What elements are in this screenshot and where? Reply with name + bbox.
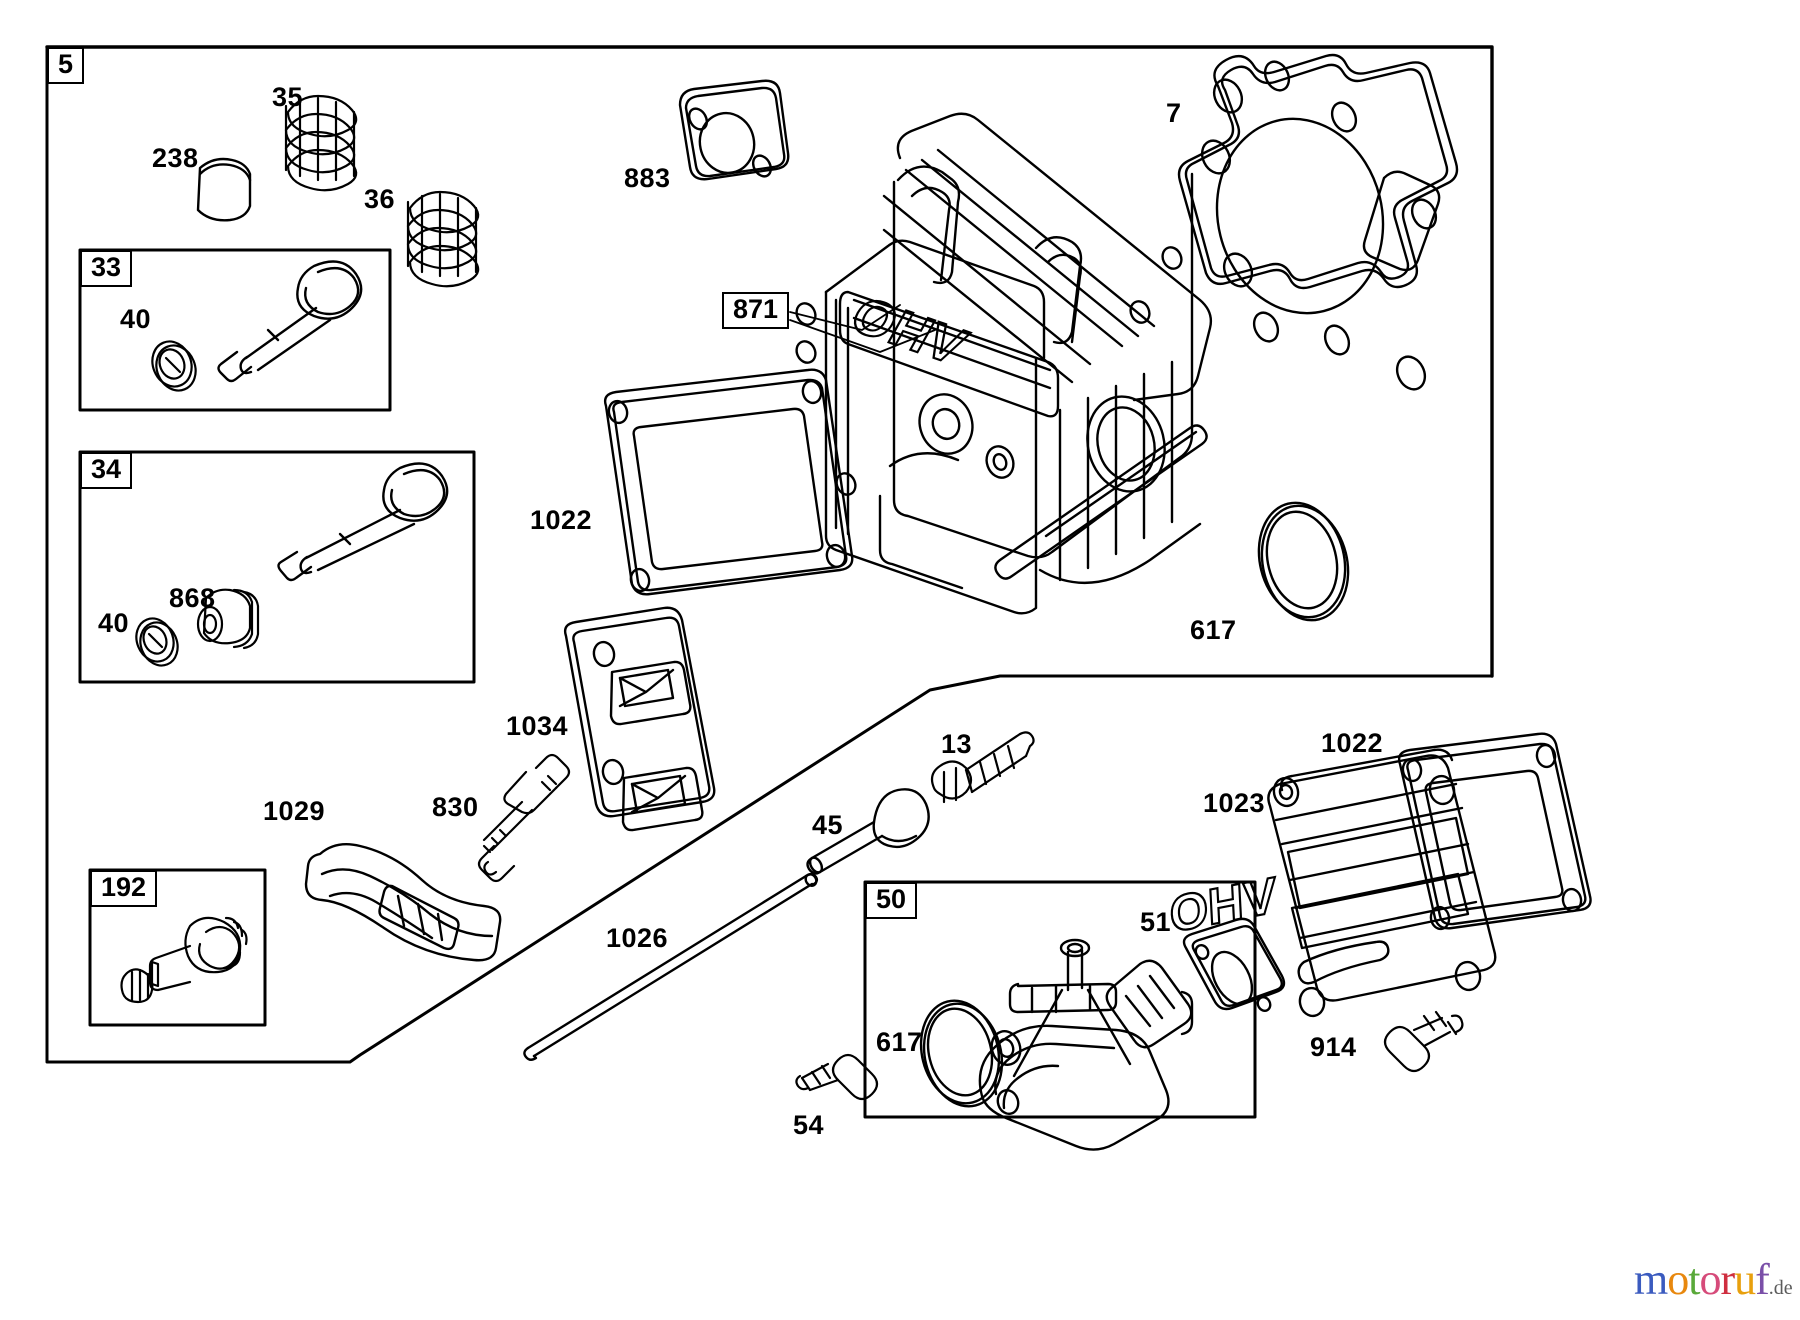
watermark-letter: u xyxy=(1734,1255,1756,1304)
callout-868: 868 xyxy=(169,583,216,613)
part-54-screw xyxy=(795,1053,879,1101)
callout-1023: 1023 xyxy=(1203,788,1266,818)
part-192-rocker-nut xyxy=(120,916,248,1004)
part-1029-rocker-arm xyxy=(304,843,502,962)
group-box-33-outline xyxy=(78,248,392,412)
watermark-letter: f xyxy=(1755,1255,1770,1304)
group-box-192-number: 192 xyxy=(90,870,158,907)
part-1026-push-rod xyxy=(523,873,819,1061)
watermark-letter: m xyxy=(1634,1255,1668,1304)
part-238-spring-cap xyxy=(196,157,252,222)
watermark-letter: o xyxy=(1667,1255,1689,1304)
svg-text:OHV: OHV xyxy=(841,287,976,375)
svg-text:OHV: OHV xyxy=(1168,866,1278,943)
callout-1029: 1029 xyxy=(263,796,326,826)
part-33-intake-valve xyxy=(217,260,363,383)
callout-617-a: 617 xyxy=(1190,615,1237,645)
watermark-letter: o xyxy=(1699,1255,1721,1304)
callout-40-b: 40 xyxy=(98,608,130,638)
callout-7: 7 xyxy=(1166,98,1182,128)
part-36-valve-spring xyxy=(406,190,480,288)
callout-871-box: 871 xyxy=(722,292,790,329)
part-intake-manifold xyxy=(978,938,1194,1151)
watermark-letters: motoruf xyxy=(1634,1255,1770,1304)
watermark-letter: r xyxy=(1720,1255,1735,1304)
part-617-o-ring-large xyxy=(1257,501,1350,622)
callout-36: 36 xyxy=(364,184,396,214)
rocker-cover-ohv-emboss: OHV xyxy=(1167,865,1279,944)
callout-238: 238 xyxy=(152,143,199,173)
part-617-o-ring-small xyxy=(919,999,1004,1108)
part-1022-gasket-left xyxy=(603,368,854,596)
part-7-head-gasket xyxy=(1177,53,1459,391)
part-35-valve-spring xyxy=(284,94,358,192)
part-40-valve-seal-a xyxy=(151,340,197,392)
callout-45: 45 xyxy=(812,810,844,840)
part-1034-breather-plate xyxy=(563,606,716,832)
callout-1022-b: 1022 xyxy=(1321,728,1384,758)
part-883-breather-gasket xyxy=(678,79,790,181)
callout-914: 914 xyxy=(1310,1032,1357,1062)
part-cylinder-head xyxy=(795,112,1213,615)
callout-13: 13 xyxy=(941,729,973,759)
part-830-rocker-stud xyxy=(477,753,571,883)
part-868-retainer xyxy=(196,588,260,650)
part-40-valve-seal-b xyxy=(135,617,179,667)
part-13-flange-bolt xyxy=(930,731,1035,804)
group-box-5-number: 5 xyxy=(47,47,85,84)
group-box-5-outline xyxy=(45,45,1494,1064)
callout-1034: 1034 xyxy=(506,711,569,741)
watermark-tld: .de xyxy=(1768,1277,1793,1299)
callout-1022-a: 1022 xyxy=(530,505,593,535)
group-box-192-outline xyxy=(88,868,267,1027)
callout-830: 830 xyxy=(432,792,479,822)
callout-617-b: 617 xyxy=(876,1027,923,1057)
part-45-tappet xyxy=(806,788,930,875)
group-box-50-number: 50 xyxy=(865,882,918,919)
callout-883: 883 xyxy=(624,163,671,193)
part-51-intake-gasket xyxy=(1182,917,1286,1012)
motoruf-watermark: motoruf.de xyxy=(1634,1258,1793,1302)
callout-40-a: 40 xyxy=(120,304,152,334)
part-34-exhaust-valve xyxy=(277,462,449,582)
callout-54: 54 xyxy=(793,1110,825,1140)
watermark-letter: t xyxy=(1688,1255,1700,1304)
group-box-34-number: 34 xyxy=(80,452,133,489)
callout-1026: 1026 xyxy=(606,923,669,953)
callout-35: 35 xyxy=(272,82,304,112)
part-1023-rocker-cover xyxy=(1267,748,1497,1018)
group-box-34-outline xyxy=(78,450,476,684)
part-1022-gasket-right xyxy=(1397,732,1592,931)
cylinder-head-ohv-emboss: OHV xyxy=(840,286,977,376)
callout-51: 51 xyxy=(1140,907,1172,937)
part-914-screw xyxy=(1383,1010,1464,1073)
group-box-33-number: 33 xyxy=(80,250,133,287)
